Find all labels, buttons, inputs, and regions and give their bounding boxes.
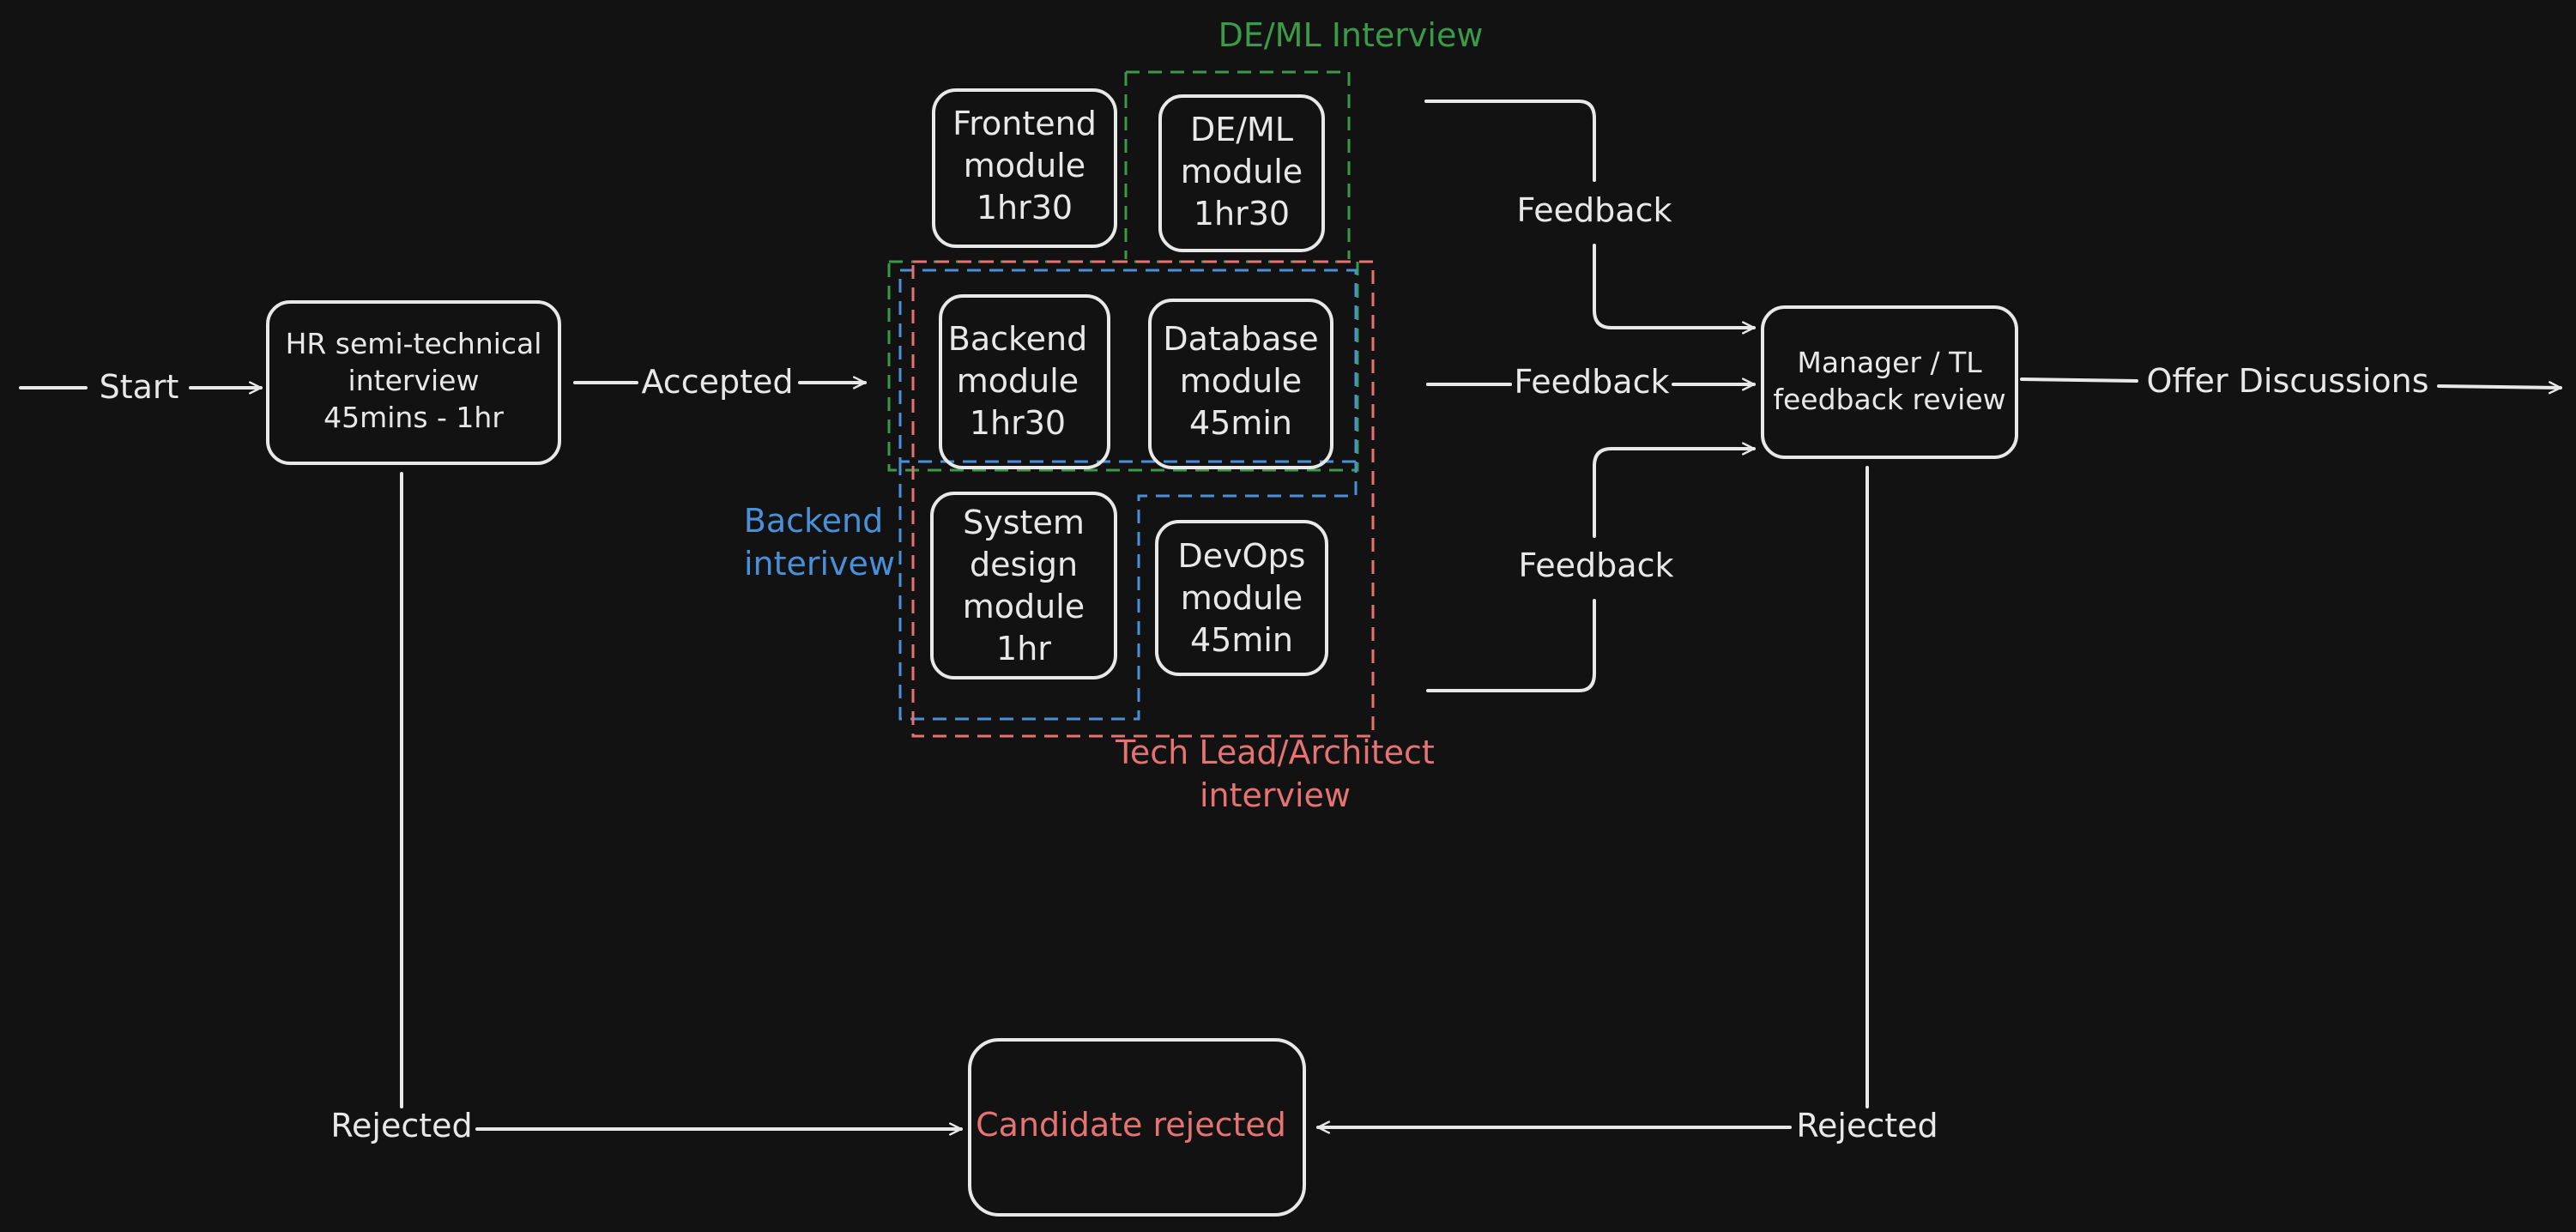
frontend-module-text: Frontend module 1hr30 [952, 105, 1097, 226]
techlead-interview-label-line2: interview [1200, 776, 1351, 814]
backend-module-node [939, 294, 1110, 469]
system-design-module-text: System design module 1hr [963, 504, 1085, 667]
node-text-line: 1hr30 [970, 404, 1066, 442]
devops-module-node [1155, 520, 1328, 676]
node-text-line: module [1181, 153, 1303, 190]
node-text-line: 1hr [996, 630, 1051, 667]
node-text-line: module [963, 588, 1085, 625]
hr-interview-text: HR semi-technical interview 45mins - 1hr [286, 327, 542, 434]
node-text-line: module [957, 362, 1079, 400]
manager-review-text: Manager / TL feedback review [1773, 346, 2005, 416]
techlead-interview-label-line1: Tech Lead/Architect [1115, 734, 1435, 771]
node-text-line: System [963, 504, 1085, 541]
node-text-line: Manager / TL [1797, 346, 1982, 379]
database-module-text: Database module 45min [1163, 320, 1318, 442]
node-text-line: Database [1163, 320, 1318, 358]
rejected-right-label: Rejected [1796, 1107, 1938, 1144]
group-deml-interview [887, 70, 1359, 472]
node-text-line: 45min [1190, 621, 1293, 659]
node-text-line: interview [348, 364, 480, 397]
start-label: Start [100, 368, 179, 406]
group-backend-interview [898, 269, 1358, 721]
backend-interview-label-line1: Backend [744, 502, 883, 540]
system-design-module-node [930, 492, 1117, 679]
hr-interview-node [266, 300, 561, 465]
candidate-rejected-node [968, 1038, 1306, 1217]
accepted-label: Accepted [641, 363, 793, 401]
node-text-line: Backend [948, 320, 1087, 358]
devops-module-text: DevOps module 45min [1178, 537, 1306, 659]
manager-review-node [1761, 305, 2018, 459]
node-text-line: HR semi-technical [286, 327, 542, 360]
node-text-line: DE/ML [1190, 111, 1293, 148]
node-text-line: 1hr30 [1194, 195, 1290, 233]
node-text-line: feedback review [1773, 383, 2005, 416]
backend-module-text: Backend module 1hr30 [948, 320, 1087, 442]
node-text-line: 45mins - 1hr [324, 401, 504, 434]
node-text-line: module [964, 147, 1085, 184]
group-techlead-interview [911, 260, 1375, 738]
node-text-line: module [1180, 362, 1302, 400]
feedback-mid-label: Feedback [1515, 363, 1670, 401]
feedback-top-label: Feedback [1517, 191, 1672, 229]
deml-interview-label: DE/ML Interview [1218, 16, 1484, 54]
candidate-rejected-text: Candidate rejected [976, 1106, 1286, 1144]
backend-interview-label-line2: interivew [744, 545, 895, 583]
database-module-node [1148, 299, 1333, 469]
rejected-left-label: Rejected [330, 1107, 472, 1144]
node-text-line: module [1181, 579, 1303, 617]
node-text-line: design [970, 546, 1078, 583]
deml-module-text: DE/ML module 1hr30 [1181, 111, 1303, 233]
node-text-line: 1hr30 [977, 189, 1073, 226]
node-text-line: DevOps [1178, 537, 1306, 575]
node-text-line: 45min [1189, 404, 1292, 442]
edges [19, 100, 2562, 1136]
node-text-line: Frontend [952, 105, 1097, 142]
deml-module-node [1158, 94, 1325, 252]
offer-discussions-label: Offer Discussions [2146, 362, 2428, 400]
feedback-bottom-label: Feedback [1519, 547, 1674, 584]
frontend-module-node [932, 88, 1117, 248]
